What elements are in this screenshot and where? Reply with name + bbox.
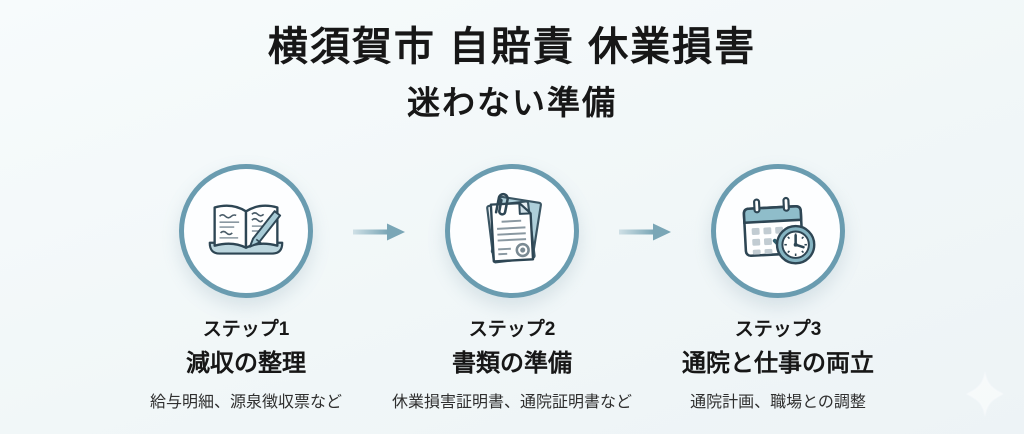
step-2-description: 休業損害証明書、通院証明書など [392, 394, 633, 411]
notebook-pen-icon [208, 204, 284, 255]
arrow-right-icon [619, 223, 671, 241]
arrow-2 [619, 222, 671, 242]
calendar-clock-icon [742, 196, 816, 265]
page-title: 横須賀市 自賠責 休業損害 [267, 25, 757, 69]
step-3-description: 通院計画、職場との調整 [690, 394, 866, 411]
step-1-description: 給与明細、源泉徴収票など [149, 394, 342, 411]
step-3-heading: 通院と仕事の両立 [682, 350, 874, 377]
step-1-label: ステップ1 [202, 319, 290, 340]
step-2-column: ステップ2 書類の準備 休業損害証明書、通院証明書など [392, 164, 632, 412]
step-2-circle [445, 164, 579, 298]
step-1-heading: 減収の整理 [186, 350, 306, 377]
header: 横須賀市 自賠責 休業損害 迷わない準備 [0, 0, 1024, 124]
step-1-circle [179, 164, 313, 298]
arrow-right-icon [353, 223, 405, 241]
arrow-1 [353, 222, 405, 242]
steps-row: ステップ1 減収の整理 給与明細、源泉徴収票など [0, 164, 1024, 412]
step-3-label: ステップ3 [734, 319, 822, 340]
step-3-column: ステップ3 通院と仕事の両立 通院計画、職場との調整 [671, 164, 885, 412]
documents-icon [486, 193, 542, 264]
step-3-circle [711, 164, 845, 298]
step-2-heading: 書類の準備 [452, 350, 572, 377]
step-1-column: ステップ1 減収の整理 給与明細、源泉徴収票など [139, 164, 353, 412]
step-2-label: ステップ2 [468, 319, 556, 340]
sparkle-icon [966, 371, 1004, 417]
page-subtitle: 迷わない準備 [407, 84, 617, 121]
